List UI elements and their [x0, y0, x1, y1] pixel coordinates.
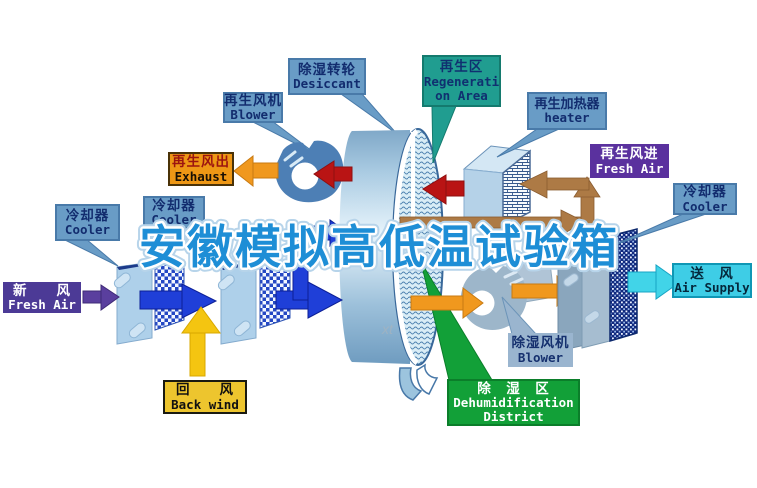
regen-blower-fan: [275, 140, 344, 203]
air-supply-label: 送 风 Air Supply: [672, 263, 752, 298]
regen-area-label-zh: 再生区: [439, 59, 484, 75]
hot-air-arrow-right: [422, 174, 465, 205]
back-wind-arrow: [181, 306, 221, 377]
back-wind-label: 回 风 Back wind: [163, 380, 247, 414]
supply-unit: [557, 228, 638, 352]
rotor-rim: [393, 128, 419, 366]
exhaust-label-zh: 再生风出: [172, 154, 230, 170]
exhaust-arrow: [233, 154, 279, 188]
desiccant-label-en: Desiccant: [293, 76, 361, 92]
back-wind-label-zh: 回 风: [176, 382, 234, 398]
regen-area-label-en: Regenerati: [423, 73, 500, 89]
cooler-right-label-en: Cooler: [682, 198, 728, 214]
rotor-body: [339, 130, 410, 364]
regen-area-label-tail: [431, 105, 457, 164]
air-supply-label-en: Air Supply: [674, 280, 750, 296]
desiccant-label: 除湿转轮 Desiccant: [288, 58, 366, 95]
cooler-left-label: 冷却器 Cooler: [55, 204, 120, 241]
rotation-ribbon: [398, 363, 439, 401]
fresh-air-arrow: [82, 284, 120, 311]
fresh-air-label: 新 风 Fresh Air: [3, 282, 81, 313]
dehum-district-label-en2: District: [483, 409, 544, 425]
air-supply-label-zh: 送 风: [690, 265, 734, 281]
heater-unit: [462, 145, 532, 228]
regen-blower-label: 再生风机 Blower: [223, 92, 283, 123]
air-supply-arrow: [627, 264, 681, 300]
cooler-right-label: 冷却器 Cooler: [673, 183, 737, 215]
dehum-blower-label-zh: 除湿风机: [511, 335, 570, 351]
cooler-mid-label: 冷却器 Cooler: [143, 196, 205, 229]
cooler-unit-2: [217, 259, 291, 345]
faint-mark-2: xt: [551, 230, 562, 244]
heater-label-en: heater: [544, 110, 590, 126]
cooler-mid-label-en: Cooler: [151, 212, 197, 228]
regen-blower-label-zh: 再生风机: [224, 92, 282, 108]
dehum-blower-label: 除湿风机 Blower: [508, 333, 573, 367]
cooler-left-label-tail: [62, 238, 119, 267]
process-air-arrows: [139, 219, 349, 319]
dehum-blower-label-en: Blower: [517, 349, 564, 365]
desiccant-label-tail: [339, 93, 398, 135]
fresh-air-label-en: Fresh Air: [8, 297, 76, 313]
dehum-district-label: 除 湿 区 Dehumidification District: [447, 379, 580, 426]
regen-blower-label-en: Blower: [230, 107, 276, 123]
exhaust-label-en: Exhaust: [174, 168, 228, 184]
faint-mark-1: xt: [381, 321, 394, 337]
cooler-mid-label-zh: 冷却器: [152, 197, 196, 213]
regen-area-label: 再生区 Regenerati on Area: [422, 55, 501, 107]
exhaust-label: 再生风出 Exhaust: [168, 152, 234, 186]
cooler-left-label-zh: 冷却器: [65, 207, 110, 223]
cooler-right-label-tail: [613, 213, 707, 246]
dry-air-arrow-1: [410, 287, 484, 319]
heater-label: 再生加热器 heater: [527, 92, 607, 130]
cooler-right-label-zh: 冷却器: [683, 184, 727, 200]
regen-fresh-air-label-zh: 再生风进: [600, 146, 659, 162]
regen-fresh-air-label: 再生风进 Fresh Air: [590, 144, 669, 178]
desiccant-label-zh: 除湿转轮: [298, 61, 356, 77]
cooler-mid-label-tail: [158, 226, 225, 264]
cooler-left-label-en: Cooler: [64, 222, 111, 238]
regen-air-path: [399, 170, 601, 236]
hot-air-arrow-left: [313, 160, 353, 189]
regen-area-label-en2: on Area: [435, 87, 488, 103]
heater-label-zh: 再生加热器: [534, 95, 600, 111]
cooler-unit-1: [113, 259, 185, 345]
back-wind-label-en: Back wind: [171, 396, 239, 412]
fresh-air-label-zh: 新 风: [13, 282, 71, 298]
dehum-district-label-zh: 除 湿 区: [477, 380, 550, 396]
regen-fresh-air-label-en: Fresh Air: [595, 160, 664, 176]
dehum-district-label-en: Dehumidification: [453, 395, 574, 411]
